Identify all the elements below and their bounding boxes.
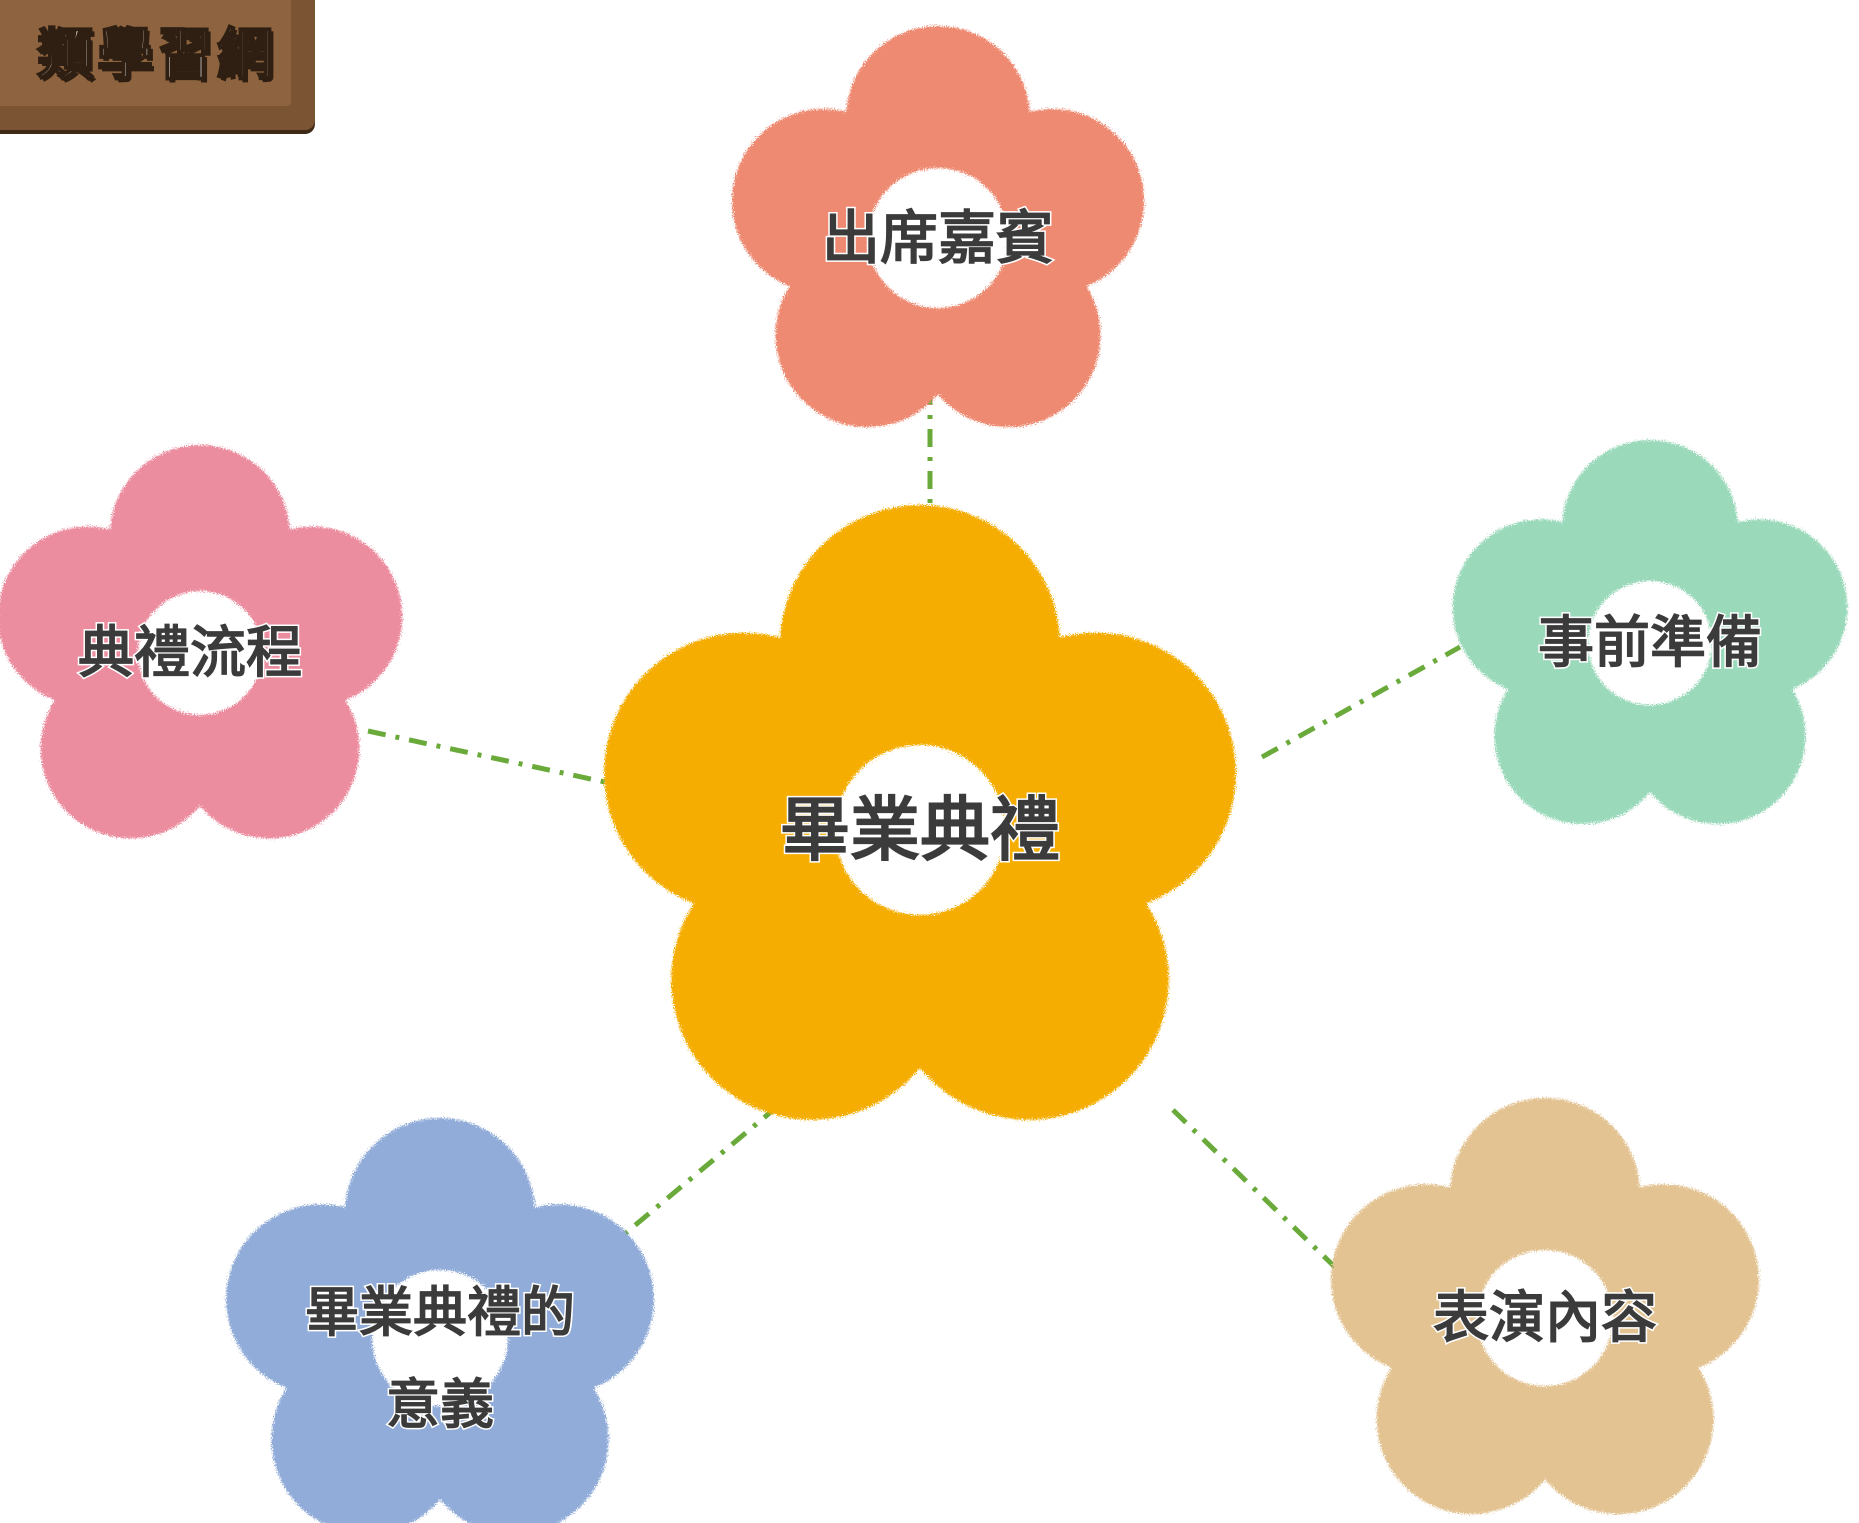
- center-label-line: 畢業典禮: [780, 789, 1060, 871]
- flower-meaning-center: [372, 1270, 508, 1406]
- branch-label-guests: 出席嘉賓: [822, 204, 1054, 272]
- flower-guests-petals: [731, 26, 1145, 428]
- connector-meaning: [601, 1104, 780, 1254]
- flower-center: [604, 505, 1236, 1120]
- branch-label-process: 典禮流程: [78, 621, 302, 686]
- branch-label-prep: 事前準備: [1538, 611, 1762, 676]
- flower-performance-center: [1477, 1250, 1613, 1386]
- flower-process-petals: [0, 445, 403, 839]
- center-label: 畢業典禮: [780, 789, 1060, 871]
- title-board-panel: 類學習網: [0, 0, 291, 106]
- flower-center-petals: [604, 505, 1236, 1120]
- flower-meaning-petals: [226, 1118, 654, 1523]
- connector-performance: [1171, 1108, 1342, 1274]
- flower-performance-petals: [1331, 1098, 1759, 1515]
- flower-prep: [1452, 440, 1848, 825]
- flower-prep-center: [1588, 581, 1712, 705]
- flower-process: [0, 445, 403, 839]
- flowers: [0, 26, 1848, 1523]
- flower-meaning: [226, 1118, 654, 1523]
- branch-label-meaning-line: 畢業典禮的: [305, 1281, 575, 1344]
- branch-label-process-line: 典禮流程: [78, 621, 302, 686]
- flower-process-center: [138, 591, 262, 715]
- title-board: 類學習網: [0, 0, 315, 130]
- branch-label-meaning-line: 意義: [386, 1373, 494, 1436]
- flower-performance: [1331, 1098, 1759, 1515]
- flower-prep-petals: [1452, 440, 1848, 825]
- branch-label-meaning: 畢業典禮的意義: [305, 1281, 575, 1436]
- branch-label-performance-line: 表演內容: [1433, 1286, 1657, 1351]
- branch-label-prep-line: 事前準備: [1538, 611, 1762, 676]
- board-title: 類學習網: [36, 22, 277, 89]
- connector-process: [367, 728, 629, 790]
- branch-label-guests-line: 出席嘉賓: [822, 204, 1054, 272]
- connector-prep: [1260, 644, 1462, 760]
- flower-center-center: [835, 745, 1005, 915]
- branch-label-performance: 表演內容: [1433, 1286, 1657, 1351]
- flower-guests-center: [868, 168, 1008, 308]
- flower-guests: [731, 26, 1145, 428]
